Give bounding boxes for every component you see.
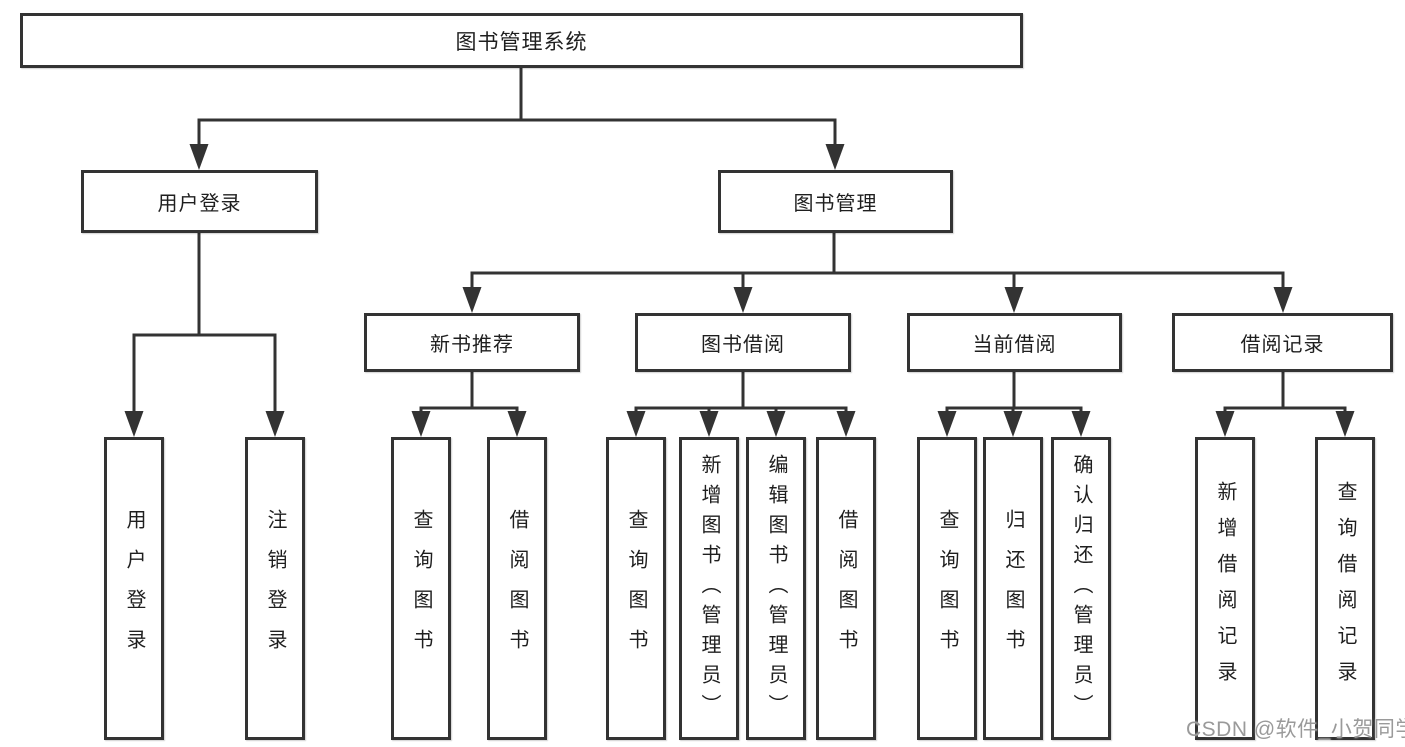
leaf-edit-book-admin: 编辑图书（管理员）: [746, 437, 806, 740]
leaf-query-books-current-label: 查询图书: [936, 508, 958, 669]
node-book-management: 图书管理: [718, 170, 953, 233]
leaf-query-borrow-record: 查询借阅记录: [1315, 437, 1375, 740]
leaf-user-login: 用户登录: [104, 437, 164, 740]
leaf-borrow-books-borrowing-label: 借阅图书: [835, 508, 857, 669]
node-book-borrowing-label: 图书借阅: [701, 334, 785, 356]
node-book-borrowing: 图书借阅: [635, 313, 851, 372]
node-borrowing-records-label: 借阅记录: [1240, 334, 1325, 356]
leaf-edit-book-admin-label: 编辑图书（管理员）: [765, 453, 787, 724]
leaf-add-book-admin-label: 新增图书（管理员）: [698, 453, 720, 724]
leaf-add-borrow-record: 新增借阅记录: [1195, 437, 1255, 740]
leaf-query-books-borrowing: 查询图书: [606, 437, 666, 740]
node-book-management-system-label: 图书管理系统: [455, 30, 588, 54]
watermark: CSDN @软件_小贺同学: [1186, 718, 1405, 741]
leaf-user-login-label: 用户登录: [123, 508, 145, 669]
leaf-query-books-borrowing-label: 查询图书: [625, 508, 647, 669]
leaf-add-book-admin: 新增图书（管理员）: [679, 437, 739, 740]
leaf-borrow-books-recommend-label: 借阅图书: [506, 508, 528, 669]
leaf-logout-label: 注销登录: [264, 508, 286, 669]
leaf-return-books: 归还图书: [983, 437, 1043, 740]
leaf-query-books-recommend: 查询图书: [391, 437, 451, 740]
node-book-management-label: 图书管理: [793, 193, 878, 215]
leaf-borrow-books-recommend: 借阅图书: [487, 437, 547, 740]
leaf-return-books-label: 归还图书: [1002, 508, 1024, 669]
node-book-management-system: 图书管理系统: [20, 13, 1023, 68]
leaf-add-borrow-record-label: 新增借阅记录: [1214, 480, 1236, 697]
node-user-login-label: 用户登录: [157, 193, 242, 215]
leaf-logout: 注销登录: [245, 437, 305, 740]
node-current-borrowing-label: 当前借阅: [972, 334, 1057, 356]
node-user-login: 用户登录: [81, 170, 318, 233]
leaf-borrow-books-borrowing: 借阅图书: [816, 437, 876, 740]
leaf-query-books-recommend-label: 查询图书: [410, 508, 432, 669]
node-new-book-recommend: 新书推荐: [364, 313, 580, 372]
leaf-query-books-current: 查询图书: [917, 437, 977, 740]
node-current-borrowing: 当前借阅: [907, 313, 1122, 372]
leaf-confirm-return-admin-label: 确认归还（管理员）: [1070, 453, 1092, 724]
leaf-query-borrow-record-label: 查询借阅记录: [1334, 480, 1356, 697]
node-borrowing-records: 借阅记录: [1172, 313, 1393, 372]
node-new-book-recommend-label: 新书推荐: [430, 334, 514, 356]
leaf-confirm-return-admin: 确认归还（管理员）: [1051, 437, 1111, 740]
